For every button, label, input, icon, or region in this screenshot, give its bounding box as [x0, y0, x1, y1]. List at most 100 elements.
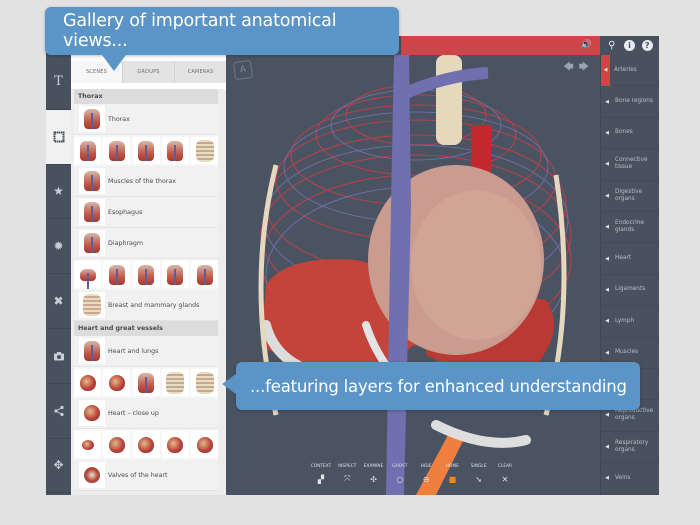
view-history-nav: 🡄🡆 — [563, 60, 594, 77]
scenes-gallery-button[interactable] — [46, 109, 71, 165]
scene-variant-thumbnail[interactable] — [161, 261, 189, 288]
scene-variant-thumbnail[interactable] — [103, 137, 131, 164]
layer-label: Ligaments — [615, 286, 646, 293]
scene-variant-thumbnail[interactable] — [103, 261, 131, 288]
scene-label: Heart and lungs — [108, 347, 159, 355]
left-tool-rail: T ★ ✹ ✖ ✥ — [46, 55, 71, 495]
favorites-button[interactable]: ★ — [46, 165, 71, 220]
tool-single[interactable]: SINGLE ➘ — [466, 463, 492, 493]
scenes-list[interactable]: Thorax Thorax Muscles of the thorax Esop… — [71, 89, 226, 491]
scene-item[interactable]: Esophagus — [74, 197, 218, 228]
scene-item[interactable]: Muscles of the thorax — [74, 166, 218, 197]
scene-variant-thumbnail[interactable] — [103, 369, 131, 396]
scene-item[interactable]: Heart – close up — [74, 398, 218, 429]
layer-label: Lymph — [615, 317, 635, 324]
layer-digestive-organs[interactable]: ◀Digestive organs — [601, 181, 659, 212]
caret-left-icon: ◀ — [605, 318, 609, 325]
scene-variant-thumbnail[interactable] — [132, 431, 160, 458]
scene-variant-thumbnail[interactable] — [161, 431, 189, 458]
scene-variant-thumbnail[interactable] — [74, 261, 101, 289]
tool-hide[interactable]: HIDE ⊖ — [413, 463, 439, 493]
caret-left-icon: ◀ — [605, 192, 609, 199]
scene-variant-thumbnail[interactable] — [74, 369, 101, 396]
scene-item[interactable]: Thorax — [74, 104, 218, 135]
sound-icon[interactable]: 🔊 — [580, 40, 592, 50]
tool-label: EXAMINE — [363, 463, 384, 468]
layer-heart[interactable]: ◀Heart — [601, 243, 659, 275]
tool-label: GHOST — [392, 463, 408, 468]
layer-veins[interactable]: ◀Veins — [601, 463, 659, 495]
tab-cameras[interactable]: CAMERAS — [174, 61, 226, 83]
scene-thumbnail — [79, 199, 105, 225]
layer-arteries[interactable]: ◀ Arteries — [601, 54, 659, 87]
layer-label: Bone regions — [615, 98, 653, 105]
scene-item[interactable]: Breast and mammary glands — [74, 290, 218, 321]
tools-button[interactable]: ✖ — [46, 274, 71, 329]
scene-item[interactable]: Valves of the heart — [74, 460, 218, 491]
scene-label: Heart – close up — [108, 409, 159, 417]
layer-connective-tissue[interactable]: ◀Connective tissue — [601, 149, 659, 181]
scene-variant-thumbnail[interactable] — [132, 137, 160, 164]
single-select-icon: ➘ — [475, 474, 483, 484]
tool-inspect[interactable]: INSPECT ⤧ — [334, 463, 360, 493]
layer-label: Endocrine glands — [615, 220, 644, 234]
scene-variant-thumbnail[interactable] — [132, 369, 160, 396]
scene-variant-thumbnail[interactable] — [103, 431, 131, 458]
scene-item[interactable]: Diaphragm — [74, 228, 218, 259]
anatomy-3d-viewport[interactable]: A 🡄🡆 CONTEXT ▞ INSPECT ⤧ EXAMINE ✣ GHOST… — [226, 55, 600, 495]
info-icon[interactable]: i — [623, 40, 635, 51]
scene-item[interactable]: Heart and lungs — [74, 336, 218, 367]
caret-left-icon: ◀ — [605, 161, 609, 168]
tool-examine[interactable]: EXAMINE ✣ — [361, 463, 387, 493]
tool-clear[interactable]: CLEAR ✕ — [492, 463, 518, 493]
share-icon — [53, 405, 64, 416]
text-icon: T — [54, 74, 63, 90]
gallery-callout: Gallery of important anatomical views... — [45, 7, 399, 71]
layer-bone-regions[interactable]: ◀Bone regions — [601, 86, 659, 118]
camera-button[interactable] — [46, 329, 71, 384]
scene-variant-thumbnail[interactable] — [191, 261, 218, 288]
scene-variant-thumbnail[interactable] — [161, 137, 189, 164]
tool-context[interactable]: CONTEXT ▞ — [308, 463, 334, 493]
tool-ghost[interactable]: GHOST ○ — [387, 463, 413, 493]
scene-variant-thumbnail[interactable] — [191, 431, 218, 458]
bottom-toolbar: CONTEXT ▞ INSPECT ⤧ EXAMINE ✣ GHOST ○ HI… — [308, 463, 518, 493]
scene-thumbnail — [79, 400, 105, 426]
scene-thumbnail — [79, 168, 105, 194]
scene-variants-row — [74, 429, 218, 460]
scene-variant-thumbnail[interactable] — [191, 369, 218, 396]
layer-endocrine-glands[interactable]: ◀Endocrine glands — [601, 212, 659, 244]
scene-variant-thumbnail[interactable] — [74, 431, 101, 458]
help-icon[interactable]: ? — [641, 40, 653, 51]
layers-sidebar: ◀Arteries ◀Bone regions ◀Bones ◀Connecti… — [600, 54, 659, 495]
layer-bones[interactable]: ◀Bones — [601, 118, 659, 150]
audio-bar: 🔊 — [401, 36, 600, 55]
star-icon: ★ — [53, 184, 64, 199]
forward-arrow-icon[interactable]: 🡆 — [578, 62, 594, 73]
layer-ligaments[interactable]: ◀Ligaments — [601, 275, 659, 307]
text-tool-button[interactable]: T — [46, 55, 71, 110]
move-button[interactable]: ✥ — [46, 439, 71, 494]
scene-label: Muscles of the thorax — [108, 177, 176, 185]
scene-variant-thumbnail[interactable] — [132, 261, 160, 288]
tab-groups[interactable]: GROUPS — [122, 61, 174, 83]
context-icon: ▞ — [317, 474, 325, 484]
orientation-cube[interactable]: A — [232, 59, 254, 81]
scenes-square-icon — [53, 131, 64, 143]
layer-label: Arteries — [614, 66, 637, 73]
tool-home[interactable]: HOME ■ — [439, 463, 465, 493]
back-arrow-icon[interactable]: 🡄 — [563, 62, 579, 73]
scene-variant-thumbnail[interactable] — [161, 369, 189, 396]
search-icon[interactable]: ⚲ — [608, 40, 616, 51]
share-button[interactable] — [46, 384, 71, 439]
caret-left-icon: ◀ — [601, 54, 610, 86]
scene-variant-thumbnail[interactable] — [74, 137, 101, 164]
app-window: T ★ ✹ ✖ ✥ SCENES GROUPS CAMERAS — [46, 36, 659, 495]
scene-label: Diaphragm — [108, 239, 144, 247]
layer-reproductive-organs[interactable]: ◀Reproductive organs — [601, 400, 659, 432]
camera-icon — [53, 351, 64, 361]
layer-lymph[interactable]: ◀ Lymph — [601, 306, 659, 338]
scene-variant-thumbnail[interactable] — [191, 137, 218, 164]
settings-button[interactable]: ✹ — [46, 219, 71, 275]
layer-respiratory-organs[interactable]: ◀Respiratory organs — [601, 432, 659, 464]
